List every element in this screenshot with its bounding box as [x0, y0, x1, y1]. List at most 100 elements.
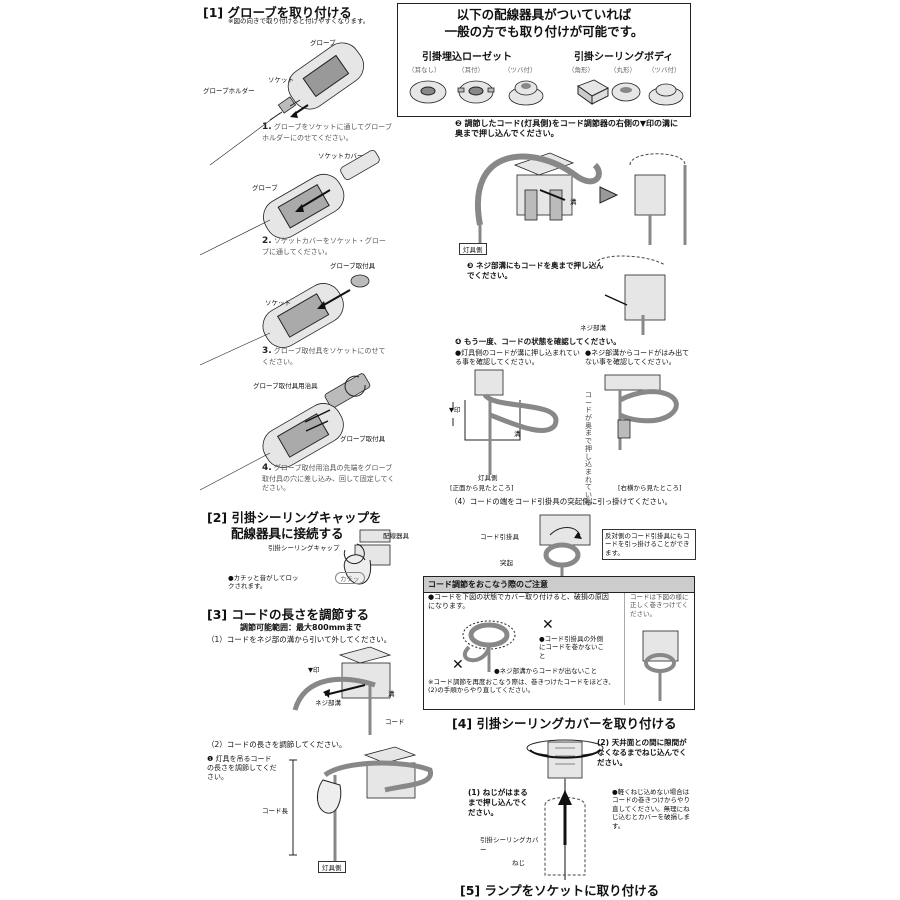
- section4-title: [4] 引掛シーリングカバーを取り付ける: [452, 716, 677, 731]
- globe-diagram-1: [209, 42, 365, 166]
- ng-mark-2: ✕: [452, 657, 464, 673]
- caution-correct-panel: コードは下図の様に正しく巻きつけてください。: [624, 593, 691, 705]
- section4-note: ●軽くねじ込めない場合はコードの巻きつけからやり直してください。無理にねじ込むと…: [612, 788, 690, 830]
- caution-good-diagram: [642, 630, 679, 701]
- label-groove-front: 溝: [514, 430, 521, 438]
- label-ceiling-cap: 引掛シーリングキャップ: [268, 544, 340, 552]
- section4-step-2: (2) 天井面との間に隙間がなくなるまでねじ込んでください。: [597, 738, 687, 767]
- step1-2: 2. ソケットカバーをソケット・グローブに通してください。: [262, 236, 392, 257]
- step-text: ねじがはまるまで押し込んでください。: [468, 788, 528, 817]
- section3-title: [3] コードの長さを調節する: [207, 607, 369, 622]
- adjust-step-2: ❷ 調節したコード(灯具側)をコード調節器の右側の▼印の溝に奥まで押し込んでくだ…: [455, 119, 679, 139]
- caution-bad-diagram: [462, 620, 516, 672]
- step1-3: 3. グローブ取付具をソケットにのせてください。: [262, 346, 392, 367]
- rosette-title: 引掛埋込ローゼット: [422, 52, 512, 63]
- section1-note: ※図の向きで取り付けると付けやすくなります。: [228, 17, 370, 25]
- label-jig: グローブ取付具用治具: [253, 382, 318, 390]
- step-num: (1): [468, 788, 481, 797]
- step-num: 4.: [262, 463, 272, 473]
- step-num: ❶: [207, 755, 214, 763]
- label-protrusion: 突起: [500, 559, 513, 567]
- label-wiring-device: 配線器具: [383, 532, 409, 540]
- label-socket: ソケット: [268, 76, 294, 84]
- label-socket-2: ソケット: [265, 299, 291, 307]
- section4-step-1: (1) ねじがはまるまで押し込んでください。: [468, 788, 533, 817]
- section2-title-line-2: 配線器具に接続する: [231, 526, 344, 542]
- ceiling-body-title: 引掛シーリングボディ: [574, 52, 674, 63]
- label-fixture-front: 灯具側: [478, 474, 498, 482]
- section3-step-1: ❶ 灯具を吊るコードの長さを調節してください。: [207, 755, 277, 782]
- step-text: グローブをソケットに通してグローブホルダーにのせてください。: [262, 123, 392, 142]
- label-socket-cover: ソケットカバー: [318, 152, 364, 160]
- label-globe-fitting: グローブ取付具: [330, 262, 376, 270]
- label-globe-fitting-2: グローブ取付具: [340, 435, 386, 443]
- label-globe-2: グローブ: [252, 184, 278, 192]
- body-type-3: （ツバ付）: [648, 66, 681, 74]
- rosette-ears-icon: [457, 80, 495, 104]
- rosette-flange-icon: [508, 80, 544, 106]
- cord-hook-diagram: [539, 514, 591, 580]
- section3-sub-2: （2）コードの長さを調節してください。: [207, 740, 347, 749]
- label-fixture-step2: 灯具側: [459, 243, 487, 255]
- label-screw-groove-s3: ネジ部溝: [315, 699, 341, 707]
- globe-diagram-2: [199, 150, 380, 256]
- reverse-hook-note: 反対側のコード引掛具にもコードを引っ掛けることができます。: [602, 529, 696, 561]
- rosette-type-3: （ツバ付）: [504, 66, 537, 74]
- label-screw-groove-step3: ネジ部溝: [580, 324, 606, 332]
- section2-title-line-1: [2] 引掛シーリングキャップを: [207, 510, 382, 525]
- caution-bad-2: ●ネジ部溝からコードが出ないこと: [494, 667, 598, 675]
- body-round-icon: [611, 82, 641, 102]
- rosette-type-2: （耳付）: [458, 66, 484, 74]
- cord-removal-diagram: [292, 646, 392, 735]
- adjust-sub-4: （4）コードの端をコード引掛具の突起側に引っ掛けてください。: [450, 497, 673, 506]
- compatibility-box: 以下の配線器具がついていれば 一般の方でも取り付けが可能です。 引掛埋込ローゼッ…: [397, 3, 691, 117]
- caution-bad-1: ●コード引掛具の外側にコードを巻かないこと: [539, 635, 604, 660]
- adjuster-side-view: [604, 374, 679, 450]
- info-line-2: 一般の方でも取り付けが可能です。: [444, 23, 644, 39]
- label-globe-holder: グローブホルダー: [203, 87, 255, 95]
- step1-4: 4. グローブ取付用治具の先端をグローブ取付具の穴に差し込み、回して固定してくだ…: [262, 463, 397, 493]
- section5-title: [5] ランプをソケットに取り付ける: [460, 883, 660, 898]
- label-front-view: [正面から見たところ]: [450, 484, 514, 492]
- section2-note: ●カチッと音がしてロックされます。: [228, 574, 299, 591]
- section2-title: [2] 引掛シーリングキャップを 配線器具に接続する: [207, 510, 381, 543]
- label-groove-s3: 溝: [388, 690, 395, 698]
- label-side-view: [右横から見たところ]: [618, 484, 682, 492]
- step-num: 1.: [262, 122, 272, 132]
- section3-sub-1: （1）コードをネジ部の溝から引いて外してください。: [207, 635, 392, 644]
- label-cord-length: コード長: [262, 807, 288, 815]
- rosette-type-1: （耳なし）: [408, 66, 441, 74]
- step-text: ソケットカバーをソケット・グローブに通してください。: [262, 237, 386, 256]
- label-cord-s3: コード: [385, 718, 405, 726]
- label-screw-s4: ねじ: [512, 859, 525, 867]
- step-text: 灯具を吊るコードの長さを調節してください。: [207, 755, 277, 782]
- caution-text-1: ●コードを下図の状態でカバー取り付けると、破損の原因になります。: [428, 593, 609, 611]
- cord-length-diagram: [289, 746, 433, 865]
- label-cord-hook: コード引掛具: [480, 533, 519, 541]
- adjust-step-3: ❸ ネジ部溝にもコードを奥まで押し込んでください。: [467, 261, 604, 280]
- caution-box: コード調節をおこなう際のご注意 ●コードを下図の状態でカバー取り付けると、破損の…: [423, 576, 695, 710]
- adjuster-front-view: [452, 369, 559, 475]
- adjuster-diagram-step3: [594, 255, 666, 335]
- rosette-plain-icon: [409, 80, 447, 104]
- globe-diagram-3: [199, 274, 370, 366]
- globe-diagram-4: [199, 373, 371, 491]
- adjuster-diagram-step2: [475, 152, 687, 255]
- device-icons: [409, 79, 684, 106]
- label-ceiling-cover: 引掛シーリングカバー: [480, 836, 539, 854]
- label-groove-step2: 溝: [570, 198, 577, 206]
- step1-1: 1. グローブをソケットに通してグローブホルダーにのせてください。: [262, 122, 392, 143]
- check-1: ●灯具側のコードが溝に押し込まれている事を確認してください。: [455, 349, 580, 367]
- step-num: 2.: [262, 236, 272, 246]
- step-text: グローブ取付具をソケットにのせてください。: [262, 347, 386, 366]
- info-line-1: 以下の配線器具がついていれば: [456, 7, 632, 22]
- section1-title: [1] グローブを取り付ける: [203, 5, 352, 20]
- click-bubble: カチッ: [335, 572, 365, 584]
- caution-text-2: ※コード調節を再度おこなう際は、巻きつけたコードをほどき、(2)の手順からやり直…: [428, 678, 615, 695]
- step-text: 天井面との間に隙間がなくなるまでねじ込んでください。: [597, 738, 687, 767]
- caution-right-note: コードは下図の様に正しく巻きつけてください。: [630, 593, 689, 618]
- step-text: グローブ取付用治具の先端をグローブ取付具の穴に差し込み、回して固定してください。: [262, 464, 395, 492]
- label-fixture-s3: 灯具側: [318, 861, 346, 873]
- step-num: 3.: [262, 346, 272, 356]
- body-flange-icon: [648, 83, 684, 106]
